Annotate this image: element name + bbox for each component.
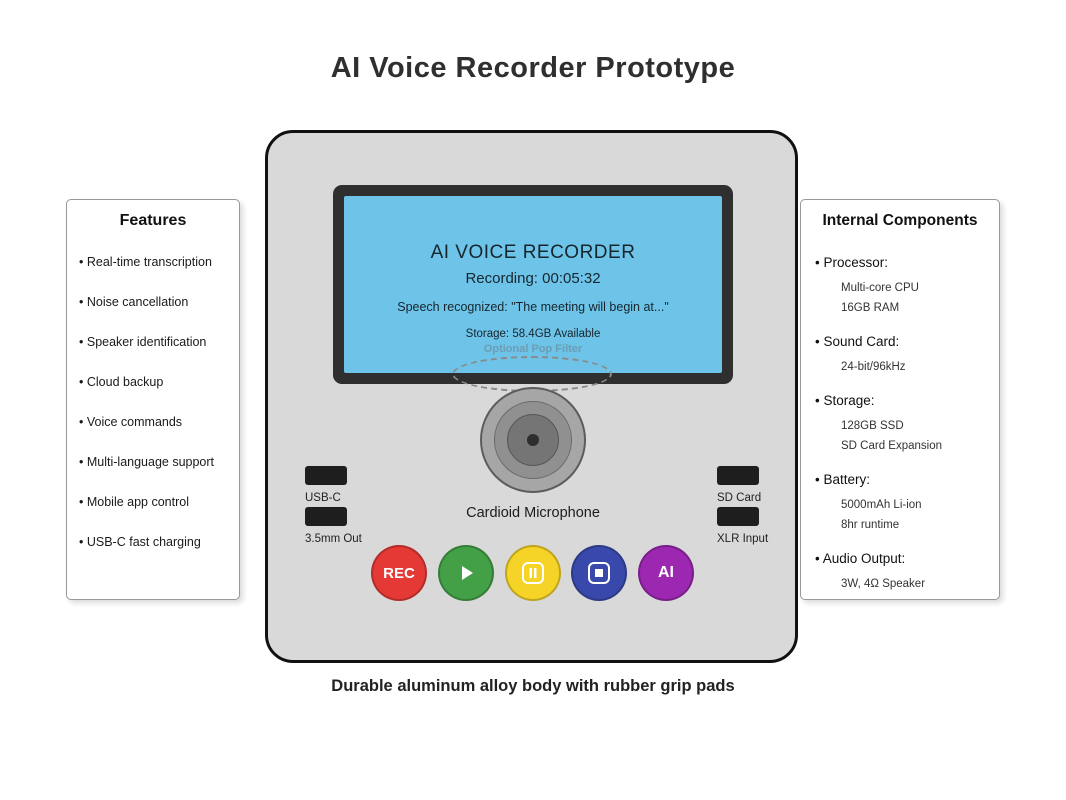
component-detail: 24-bit/96kHz — [841, 361, 906, 373]
component-item: Battery: 5000mAh Li-ion 8hr runtime — [815, 471, 999, 535]
usb-c-port — [305, 466, 347, 485]
pop-filter-label: Optional Pop Filter — [483, 343, 583, 355]
screen-frame: AI VOICE RECORDER Recording: 00:05:32 Sp… — [333, 185, 733, 384]
device-screen: AI VOICE RECORDER Recording: 00:05:32 Sp… — [344, 196, 722, 373]
component-item: Storage: 128GB SSD SD Card Expansion — [815, 392, 999, 456]
play-button[interactable] — [438, 545, 494, 601]
list-item: USB-C fast charging — [79, 522, 239, 562]
recording-timer: Recording: 00:05:32 — [465, 270, 601, 287]
aux-out-port — [305, 507, 347, 526]
record-button[interactable]: REC — [371, 545, 427, 601]
feature-label: Voice commands — [86, 415, 183, 429]
component-label: Processor: — [815, 254, 999, 272]
component-item: Audio Output: 3W, 4Ω Speaker — [815, 550, 999, 594]
component-detail: 128GB SSD — [841, 420, 904, 432]
cardioid-microphone — [480, 387, 586, 493]
mic-center-dot — [527, 434, 539, 446]
component-item: Sound Card: 24-bit/96kHz — [815, 333, 999, 377]
feature-label: Multi-language support — [86, 455, 215, 469]
feature-label: USB-C fast charging — [86, 535, 201, 549]
list-item: Real-time transcription — [79, 242, 239, 282]
aux-out-label: 3.5mm Out — [305, 533, 362, 545]
feature-label: Real-time transcription — [86, 255, 212, 269]
component-detail: 3W, 4Ω Speaker — [841, 578, 926, 590]
features-panel-title: Features — [119, 212, 187, 229]
component-label: Battery: — [815, 471, 999, 489]
feature-label: Cloud backup — [86, 375, 164, 389]
component-detail: Multi-core CPU — [841, 282, 919, 294]
storage-status: Storage: 58.4GB Available — [465, 328, 601, 340]
pause-button[interactable] — [505, 545, 561, 601]
list-item: Cloud backup — [79, 362, 239, 402]
component-detail: 8hr runtime — [841, 519, 900, 531]
feature-label: Mobile app control — [86, 495, 190, 509]
features-list: Real-time transcription Noise cancellati… — [79, 242, 239, 562]
sd-card-label: SD Card — [717, 492, 762, 504]
page-title: AI Voice Recorder Prototype — [330, 52, 736, 84]
pause-icon — [522, 562, 544, 584]
play-icon — [462, 566, 473, 580]
component-detail: 16GB RAM — [841, 302, 900, 314]
sd-card-slot — [717, 466, 759, 485]
feature-label: Speaker identification — [86, 335, 207, 349]
list-item: Mobile app control — [79, 482, 239, 522]
xlr-input-label: XLR Input — [717, 533, 769, 545]
component-item: Processor: Multi-core CPU 16GB RAM — [815, 254, 999, 318]
ai-button[interactable]: AI — [638, 545, 694, 601]
components-panel-title: Internal Components — [822, 212, 978, 229]
mic-ring-outer — [494, 401, 572, 479]
stop-button[interactable] — [571, 545, 627, 601]
screen-title: AI VOICE RECORDER — [430, 242, 636, 263]
component-detail: 5000mAh Li-ion — [841, 499, 922, 511]
stop-icon — [588, 562, 610, 584]
microphone-label: Cardioid Microphone — [466, 505, 600, 521]
component-detail: SD Card Expansion — [841, 440, 942, 452]
component-label: Storage: — [815, 392, 999, 410]
xlr-input-port — [717, 507, 759, 526]
components-list: Processor: Multi-core CPU 16GB RAM Sound… — [815, 254, 999, 594]
mic-ring-inner — [507, 414, 559, 466]
feature-label: Noise cancellation — [86, 295, 189, 309]
speech-recognized-text: Speech recognized: "The meeting will beg… — [397, 300, 669, 314]
list-item: Speaker identification — [79, 322, 239, 362]
internal-components-panel: Internal Components Processor: Multi-cor… — [800, 199, 1000, 600]
list-item: Noise cancellation — [79, 282, 239, 322]
component-label: Audio Output: — [815, 550, 999, 568]
component-label: Sound Card: — [815, 333, 999, 351]
list-item: Voice commands — [79, 402, 239, 442]
features-panel: Features Real-time transcription Noise c… — [66, 199, 240, 600]
bottom-caption: Durable aluminum alloy body with rubber … — [331, 677, 735, 695]
usb-c-label: USB-C — [305, 492, 341, 504]
list-item: Multi-language support — [79, 442, 239, 482]
